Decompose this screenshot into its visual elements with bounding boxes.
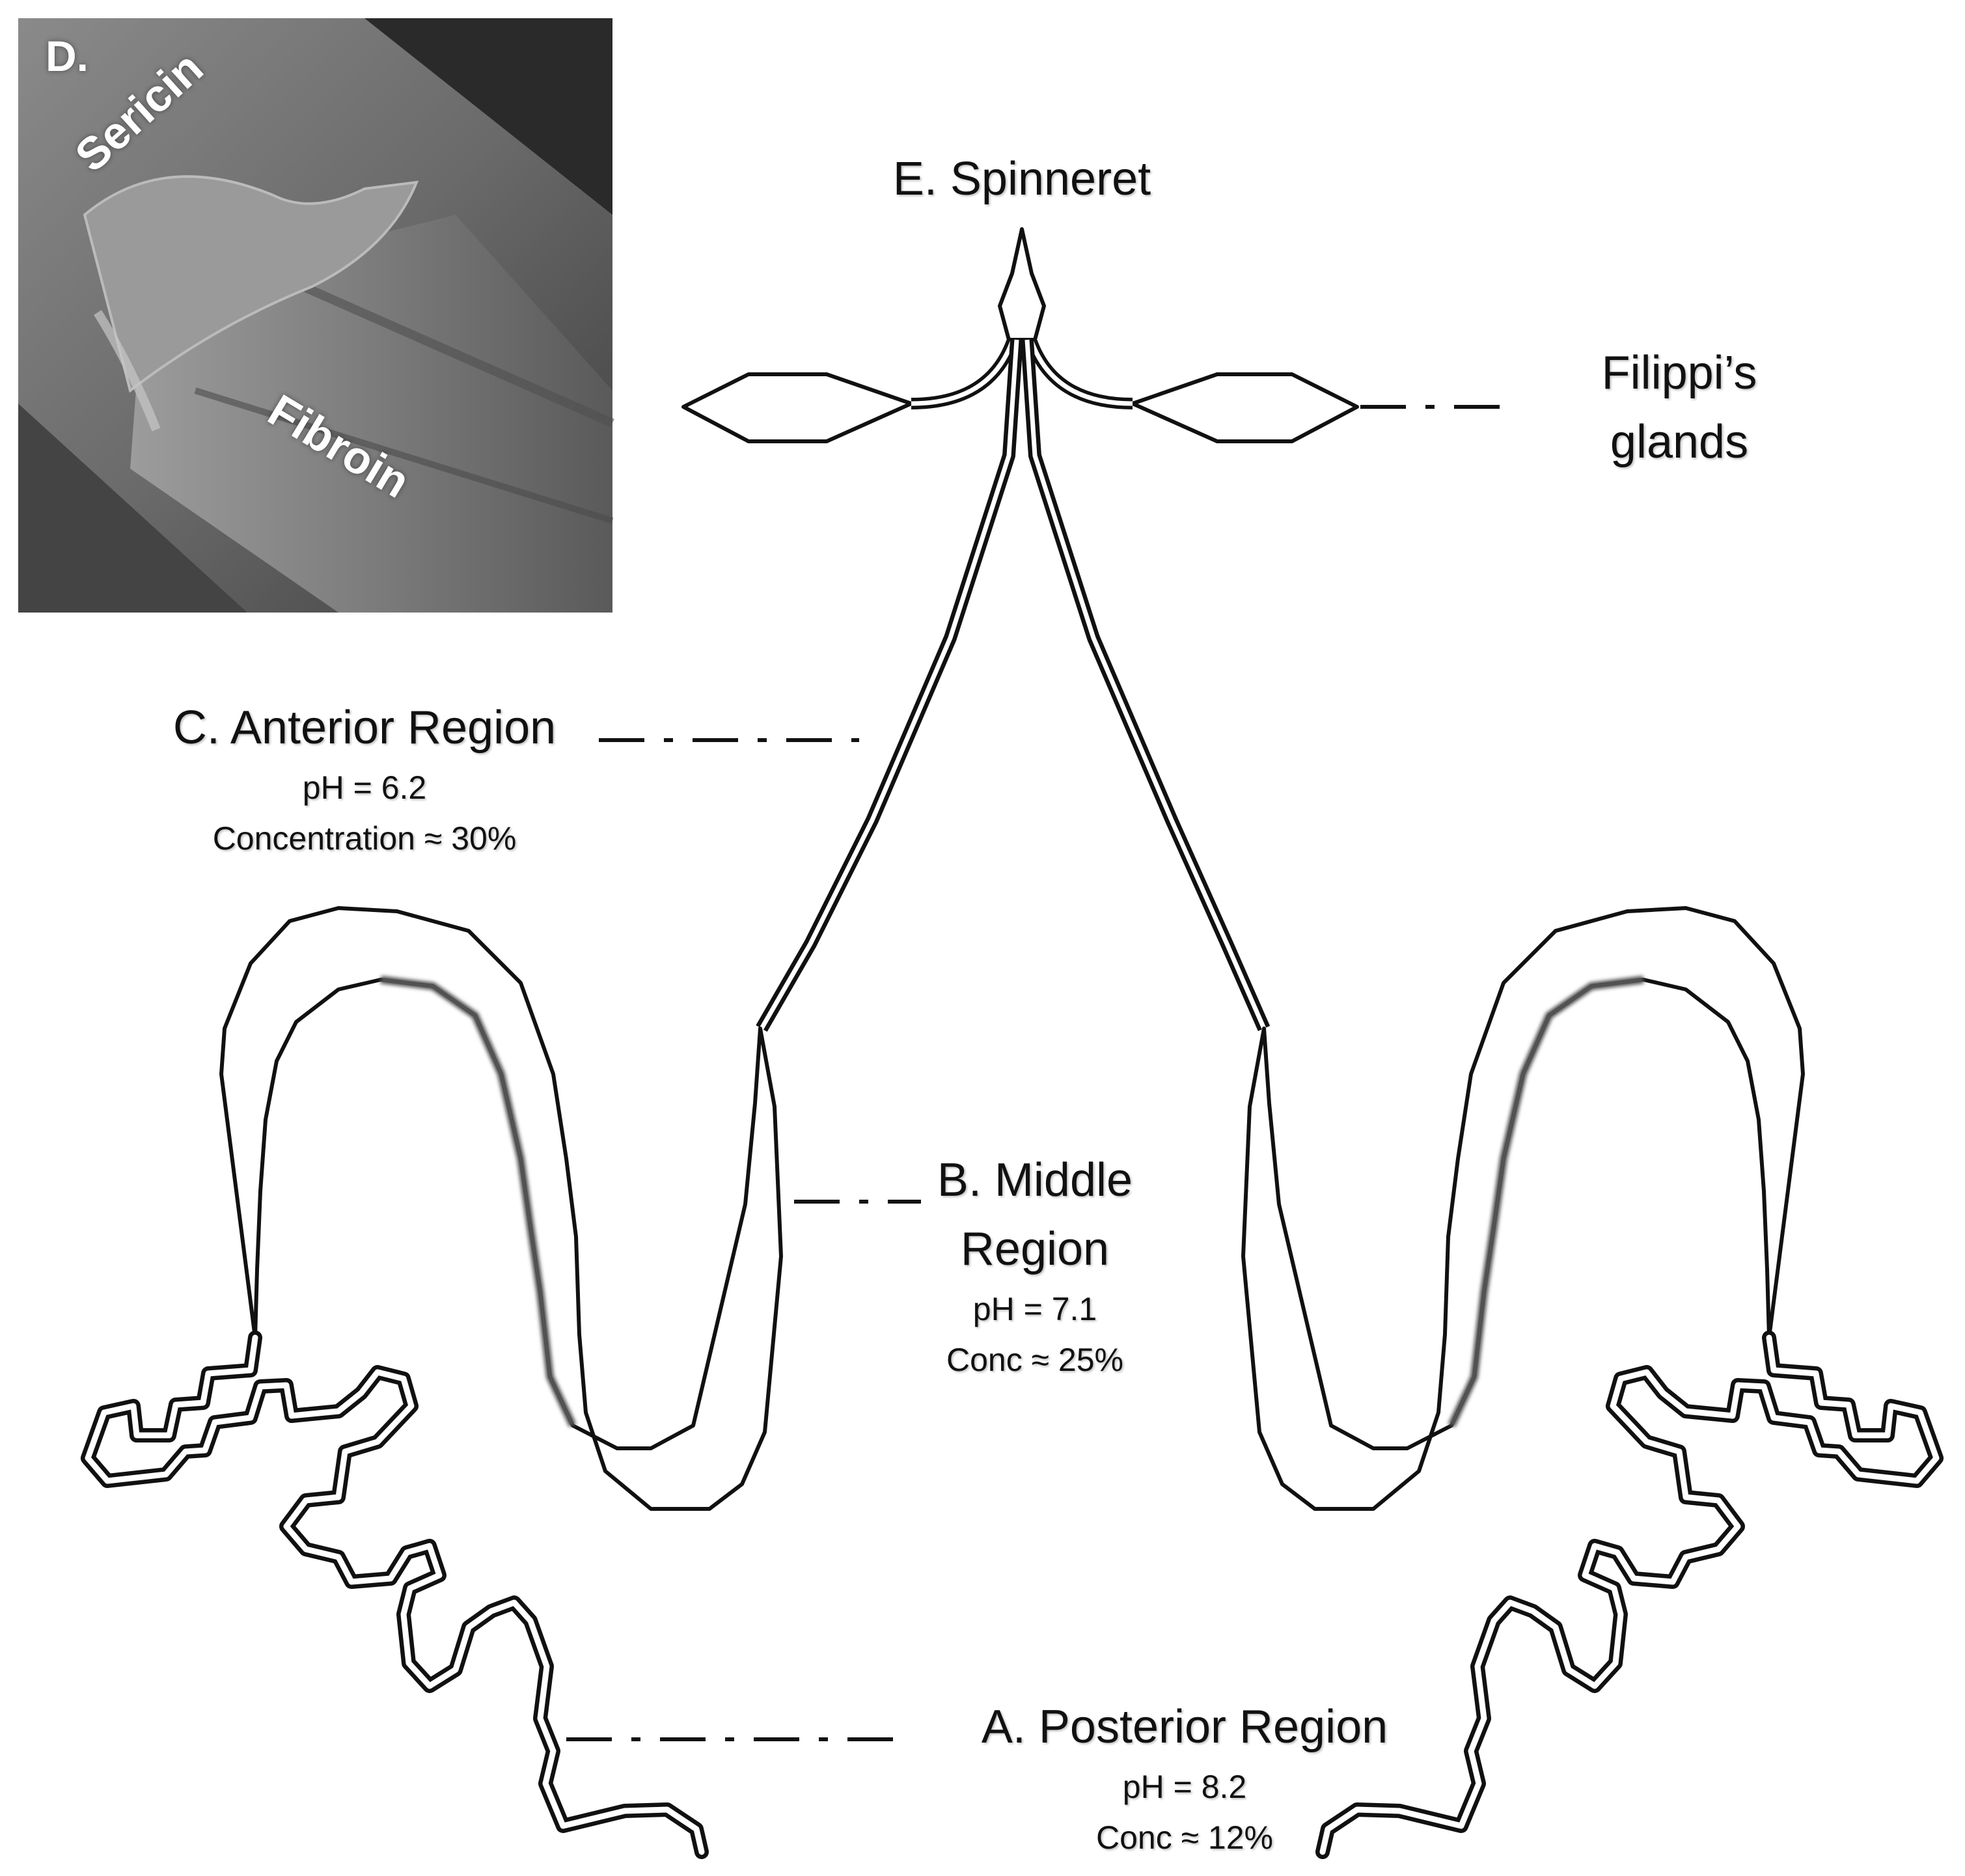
anterior-region-label: C. Anterior Region pH = 6.2 Concentratio… (150, 693, 579, 864)
middle-line2: Region (960, 1223, 1110, 1275)
posterior-conc: Conc ≈ 12% (1095, 1819, 1274, 1856)
sem-photo (18, 18, 614, 613)
middle-line1: B. Middle (937, 1154, 1133, 1206)
filippi-ducts (911, 339, 1133, 409)
filippi-glands-left (681, 372, 913, 443)
anterior-duct-left (756, 339, 1023, 1032)
posterior-ph: pH = 8.2 (1122, 1769, 1247, 1805)
filippi-glands-right (1131, 372, 1359, 443)
photo-panel-label: D. (46, 32, 89, 80)
filippi-line2: glands (1610, 416, 1749, 468)
filippi-line1: Filippi’s (1601, 347, 1757, 399)
anterior-conc: Concentration ≈ 30% (212, 820, 517, 857)
middle-conc: Conc ≈ 25% (946, 1342, 1124, 1378)
posterior-region-label: A. Posterior Region pH = 8.2 Conc ≈ 12% (950, 1692, 1419, 1863)
anterior-duct-right (1021, 339, 1271, 1032)
spinneret-label: E. Spinneret (892, 153, 1151, 205)
posterior-coil-left (88, 1338, 702, 1852)
spinneret-shape (998, 227, 1046, 342)
anterior-title: C. Anterior Region (172, 702, 557, 754)
anterior-ph: pH = 6.2 (302, 769, 427, 806)
filippi-glands-label: Filippi’s glands (1543, 338, 1816, 476)
posterior-title: A. Posterior Region (981, 1701, 1388, 1753)
middle-ph: pH = 7.1 (972, 1291, 1097, 1327)
middle-region-label: B. Middle Region pH = 7.1 Conc ≈ 25% (901, 1146, 1168, 1385)
